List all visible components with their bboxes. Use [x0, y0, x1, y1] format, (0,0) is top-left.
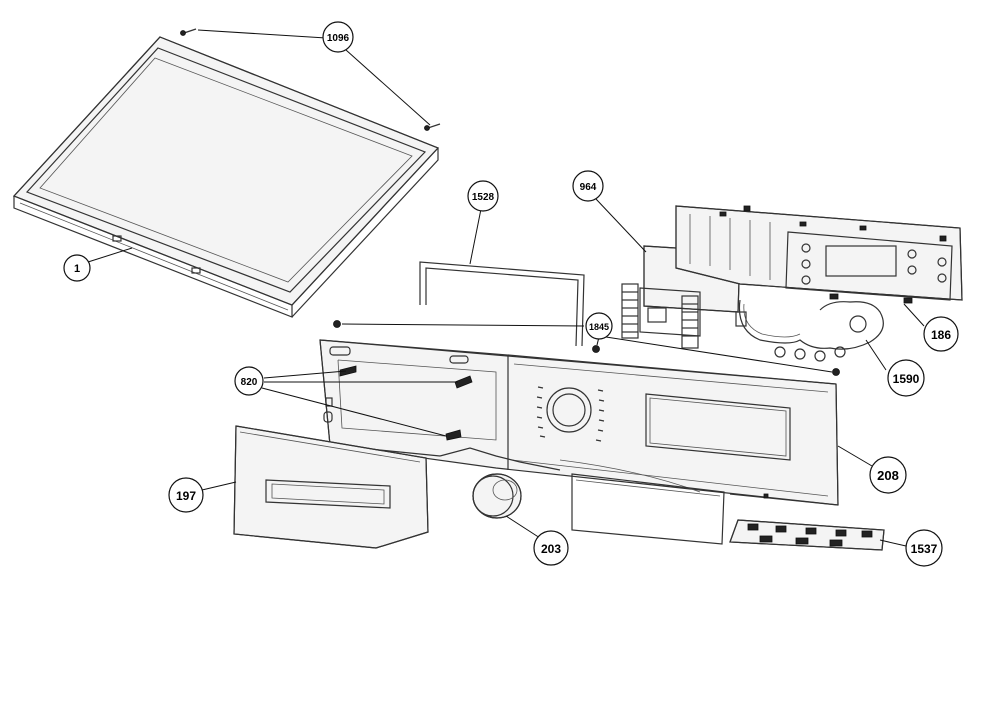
screw-1845-b: [592, 345, 600, 353]
detergent-drawer-197: [233, 425, 429, 549]
callout-186: 186: [923, 316, 959, 352]
knob-203: [472, 473, 522, 519]
callout-1096: 1096: [322, 21, 354, 53]
callout-1590: 1590: [887, 359, 925, 397]
callout-label: 1: [74, 263, 80, 275]
callout-label: 186: [931, 328, 951, 342]
callout-label: 964: [580, 182, 597, 193]
screw-1845-c: [832, 368, 840, 376]
callout-1845: 1845: [585, 312, 613, 340]
screw-1096-right: [424, 123, 441, 131]
callout-label: 1528: [472, 192, 495, 203]
screw-820-a: [339, 365, 357, 377]
screw-820-c: [445, 429, 462, 441]
callout-label: 820: [241, 377, 258, 388]
screw-820-b: [454, 375, 473, 389]
wire-channel-1528: [419, 261, 585, 347]
callout-label: 1096: [327, 33, 350, 44]
callout-203: 203: [533, 530, 569, 566]
display-lens: [571, 473, 725, 545]
coil-left: [621, 283, 639, 339]
coil-right: [681, 295, 699, 349]
screw-1845-a: [333, 320, 341, 328]
callout-964: 964: [572, 170, 604, 202]
callout-197: 197: [168, 477, 204, 513]
callout-label: 197: [176, 489, 196, 503]
callout-label: 208: [877, 468, 899, 483]
callout-1537: 1537: [905, 529, 943, 567]
screw-1096-left: [180, 28, 197, 36]
callout-label: 1537: [911, 542, 938, 556]
bracket-1537: [729, 519, 885, 551]
top-lid: [12, 36, 440, 318]
callout-1: 1: [63, 254, 91, 282]
wire-harness-1590: [735, 299, 884, 362]
callout-208: 208: [869, 456, 907, 494]
callout-label: 1845: [589, 322, 609, 332]
leader-lines: [87, 29, 925, 547]
callout-label: 203: [541, 542, 561, 556]
callout-label: 1590: [893, 372, 920, 386]
callout-1528: 1528: [467, 180, 499, 212]
ui-board-186: [675, 205, 963, 304]
callout-820: 820: [234, 366, 264, 396]
